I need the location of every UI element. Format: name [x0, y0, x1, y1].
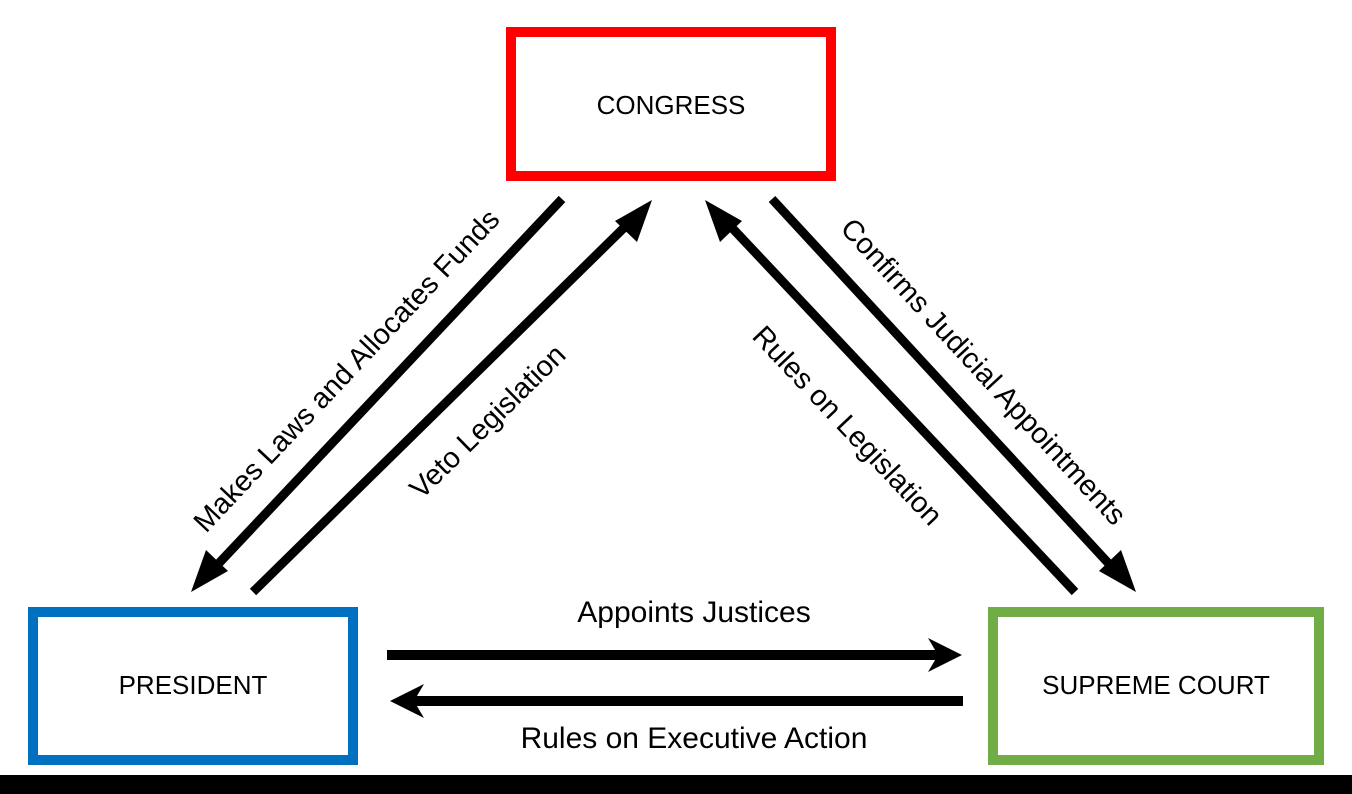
node-president-label: PRESIDENT: [119, 670, 268, 700]
node-president-box[interactable]: [28, 607, 358, 765]
edge-court-to-president: Rules on Executive Action: [390, 684, 963, 755]
edge-president-to-court-arrowhead: [928, 638, 962, 672]
edge-congress-to-president-label: Makes Laws and Allocates Funds: [188, 203, 506, 538]
edge-congress-to-court-label: Confirms Judicial Appointments: [834, 213, 1132, 532]
edge-congress-to-court-arrowhead: [1099, 550, 1136, 592]
node-president[interactable]: PRESIDENT: [28, 607, 358, 765]
edge-court-to-congress-arrowhead: [705, 200, 742, 242]
edge-congress-to-president-arrowhead: [191, 550, 228, 592]
node-congress[interactable]: CONGRESS: [506, 27, 836, 181]
node-congress-label: CONGRESS: [597, 90, 746, 120]
edge-court-to-president-label: Rules on Executive Action: [521, 722, 868, 755]
node-supreme-court[interactable]: SUPREME COURT: [988, 607, 1324, 765]
edge-president-to-congress-arrowhead: [615, 200, 652, 242]
edge-president-to-court: Appoints Justices: [387, 596, 962, 672]
node-supreme-court-label: SUPREME COURT: [1042, 670, 1270, 700]
edge-court-to-president-arrowhead: [390, 684, 424, 718]
edge-court-to-congress-line: [715, 210, 1079, 596]
node-congress-box[interactable]: [506, 27, 836, 181]
footer-bar: [0, 775, 1352, 794]
edge-congress-to-court-line: [768, 195, 1126, 582]
edge-president-to-court-label: Appoints Justices: [577, 596, 810, 629]
edge-congress-to-president-line: [201, 195, 566, 582]
node-supreme-court-box[interactable]: [988, 607, 1324, 765]
edge-president-to-congress-line: [249, 210, 642, 596]
